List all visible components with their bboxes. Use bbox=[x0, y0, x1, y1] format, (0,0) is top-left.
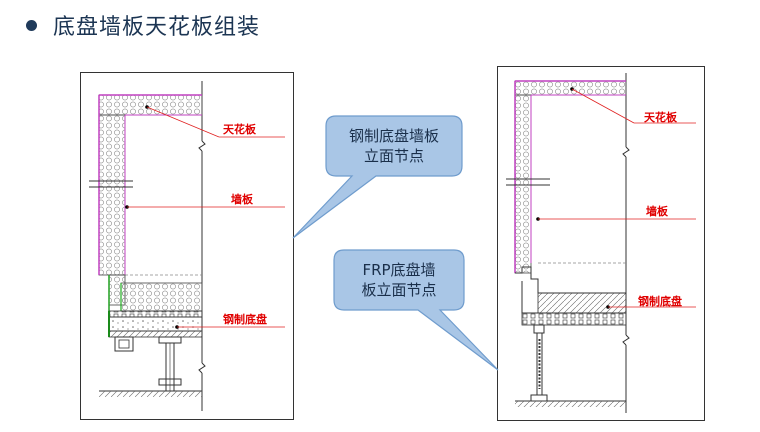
left-wall-label: 墙板 bbox=[231, 193, 253, 206]
frp-callout-line1: FRP底盘墙 bbox=[362, 261, 436, 279]
left-base-label: 钢制底盘 bbox=[223, 313, 267, 326]
right-wall-label: 墙板 bbox=[646, 205, 668, 218]
bullet-icon bbox=[26, 19, 37, 31]
frp-callout-line2: 板立面节点 bbox=[361, 281, 437, 299]
right-ceiling-label: 天花板 bbox=[644, 111, 677, 124]
steel-callout-text: 钢制底盘墙板 立面节点 bbox=[326, 126, 462, 166]
left-elevation-drawing bbox=[89, 81, 285, 411]
steel-callout-bubble bbox=[292, 115, 463, 239]
left-elevation-panel: 天花板 墙板 钢制底盘 bbox=[80, 72, 294, 420]
right-base-label: 钢制底盘 bbox=[638, 295, 682, 308]
frp-callout-text: FRP底盘墙 板立面节点 bbox=[334, 260, 464, 300]
page-title: 底盘墙板天花板组装 bbox=[53, 15, 261, 40]
steel-callout-line2: 立面节点 bbox=[363, 147, 424, 165]
right-elevation-drawing bbox=[506, 73, 696, 413]
left-ceiling-label: 天花板 bbox=[223, 123, 256, 136]
title-row: 底盘墙板天花板组装 bbox=[26, 8, 260, 42]
right-elevation-panel: 天花板 墙板 钢制底盘 bbox=[497, 66, 705, 421]
steel-callout-line1: 钢制底盘墙板 bbox=[348, 127, 439, 145]
frp-callout-bubble bbox=[333, 249, 499, 371]
